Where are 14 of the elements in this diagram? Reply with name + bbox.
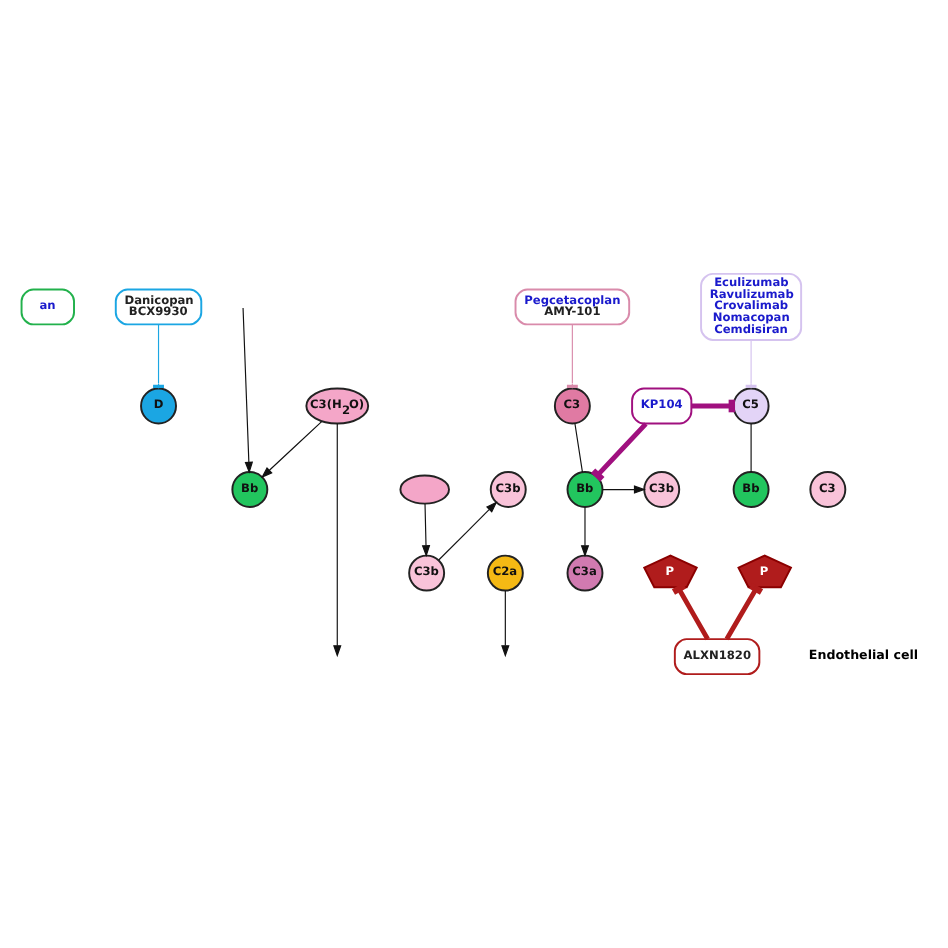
arrow <box>260 420 323 479</box>
connector <box>724 582 764 641</box>
connector <box>750 423 752 473</box>
arrow <box>333 423 342 658</box>
arrow <box>438 501 498 561</box>
node-ellipse <box>399 474 450 505</box>
connector <box>574 422 583 473</box>
connector <box>671 582 710 641</box>
arrow <box>501 590 510 658</box>
arrow <box>580 506 590 558</box>
arrow <box>421 503 431 558</box>
connector <box>590 422 648 482</box>
arrow <box>242 307 254 474</box>
arrow <box>602 485 646 494</box>
